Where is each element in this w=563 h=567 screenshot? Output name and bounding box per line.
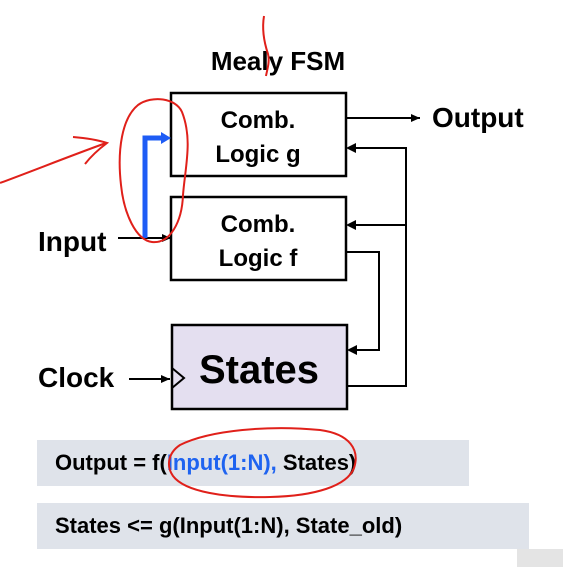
output-equation: Output = f(Input(1:N), States) xyxy=(37,440,469,486)
logic-f-to-states-wire xyxy=(346,251,380,351)
logic-g-line2: Logic g xyxy=(215,141,300,168)
input-to-logic-g-arrowhead xyxy=(161,132,171,144)
output-equation-prefix: Output = f( xyxy=(55,450,167,475)
states-feedback-wire xyxy=(347,147,407,387)
output-label: Output xyxy=(432,102,524,133)
logic-f-to-states-arrowhead xyxy=(347,345,357,355)
output-equation-highlight: Input(1:N), xyxy=(166,450,277,475)
logic-g-block xyxy=(169,91,348,178)
states-label: States xyxy=(199,348,319,392)
input-to-logic-g-wire xyxy=(142,135,163,238)
diagram-title: Mealy FSM xyxy=(211,46,345,76)
logic-f-line1: Comb. xyxy=(221,211,296,238)
logic-g-line1: Comb. xyxy=(221,107,296,134)
states-equation: States <= g(Input(1:N), State_old) xyxy=(37,503,529,549)
clock-label: Clock xyxy=(38,362,115,393)
feedback-to-logic-g-arrowhead xyxy=(346,143,356,153)
states-block xyxy=(170,323,349,411)
feedback-to-logic-f-arrowhead xyxy=(346,220,356,230)
input-label: Input xyxy=(38,226,106,257)
annotation-pointer-arrowhead xyxy=(72,136,110,165)
output-equation-suffix: States) xyxy=(276,450,357,475)
clock-edge-marker xyxy=(171,367,186,389)
corner-scrollbar-block xyxy=(517,549,563,567)
annotation-pointer-arrow xyxy=(0,142,107,184)
logic-f-line2: Logic f xyxy=(219,245,299,272)
annotation-title-tick xyxy=(262,15,270,77)
annotation-input-oval xyxy=(118,98,189,244)
